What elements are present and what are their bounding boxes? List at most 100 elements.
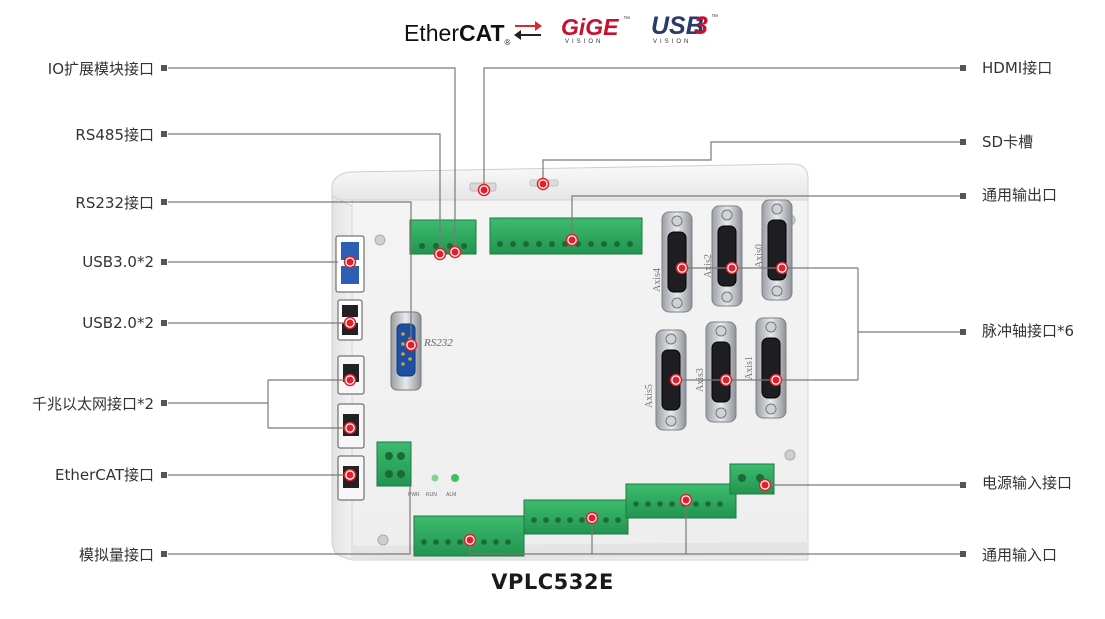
terminal-screw [421,539,427,545]
callout-dot-9 [536,177,550,191]
axis2-label: Axis2 [703,254,714,278]
terminal-screw [493,539,499,545]
status-leds [431,474,459,482]
axis5-label: Axis5 [644,384,655,408]
callout-dot-11 [675,261,689,275]
callout-dot-3 [343,255,357,269]
db15-connector-5 [755,317,787,419]
model-name: VPLC532E [491,570,614,594]
terminal-screw [588,241,594,247]
callout-dot-19 [585,511,599,525]
db15-connector-0 [661,211,693,313]
ethercat-logo-mark: ® [504,38,511,47]
label-rs232: RS232接口 [75,194,154,212]
axis1-label: Axis1 [744,356,755,380]
led-label-alm: ALM [446,492,456,498]
leader-line-1 [168,133,441,252]
terminal-screw [531,517,537,523]
leader-line-13 [571,195,960,240]
terminal-screw [497,241,503,247]
callout-dot-18 [679,493,693,507]
callout-dot-1 [433,247,447,261]
axis4-label: Axis4 [652,268,663,292]
terminal-screw [717,501,723,507]
terminal-screw [433,539,439,545]
ethercat-logo-prefix: Ether [404,20,459,46]
callout-dot-5 [343,373,357,387]
terminal-screw [601,241,607,247]
callout-dot-14 [669,373,683,387]
callout-dot-8 [477,183,491,197]
terminal-screw [633,501,639,507]
label-ethercat-port: EtherCAT接口 [55,466,154,484]
terminal-screw [555,517,561,523]
leader-end-right-4 [960,482,966,488]
label-general-input: 通用输入口 [982,546,1058,564]
label-general-output: 通用输出口 [982,186,1058,204]
terminal-screw [657,501,663,507]
terminal-screw [445,539,451,545]
usb3-logo-sub: VISION [653,39,692,45]
terminal-screw [481,539,487,545]
callout-dot-17 [758,478,772,492]
leader-line-0 [168,67,456,252]
leader-line-12 [542,141,960,184]
leader-end-left-3 [161,259,167,265]
terminal-screw [457,539,463,545]
leader-line-2 [168,201,412,345]
rs485-terminal [409,219,477,255]
terminal-screw [603,517,609,523]
analog-terminal [376,441,412,487]
output-terminal [489,217,643,255]
usb3-logo-tm: ™ [711,14,718,21]
terminal-screw [549,241,555,247]
terminal-screw [705,501,711,507]
terminal-screw [510,241,516,247]
usb3-logo-name: USB [651,12,704,40]
callout-dot-7 [343,468,357,482]
callout-dot-0 [448,245,462,259]
label-gigabit-ethernet: 千兆以太网接口*2 [31,395,154,413]
axis0-label: Axis0 [754,244,765,268]
leader-end-left-4 [161,320,167,326]
gige-logo: GiGE ™ VISION [561,14,635,50]
leader-line-10 [168,486,411,555]
leader-end-left-0 [161,65,167,71]
gige-logo-sub: VISION [565,39,604,45]
label-power-input: 电源输入接口 [982,474,1073,492]
leader-end-left-7 [161,551,167,557]
db15-connector-4 [705,321,737,423]
ethercat-arrows-icon [514,21,542,40]
callout-dot-16 [769,373,783,387]
callout-dot-12 [725,261,739,275]
callout-dot-10 [565,233,579,247]
usb3-logo: USB 3 ™ VISION [651,12,725,48]
ethercat-logo: EtherCAT® [404,20,510,47]
leader-line-11 [483,67,960,190]
db15-connector-2 [761,199,793,301]
db15-connector-1 [711,205,743,307]
terminal-screw [505,539,511,545]
label-usb2: USB2.0*2 [82,314,154,332]
terminal-screw [567,517,573,523]
terminal-screw [693,501,699,507]
terminal-screw [543,517,549,523]
callout-dot-4 [343,316,357,330]
leader-end-right-3 [960,329,966,335]
callout-dot-15 [719,373,733,387]
label-sd-slot: SD卡槽 [982,133,1034,151]
led-label-run: RUN [426,492,437,498]
terminal-screw [645,501,651,507]
terminal-screw [614,241,620,247]
terminal-screw [523,241,529,247]
label-io-expansion: IO扩展模块接口 [47,60,154,78]
gige-logo-name: GiGE [561,14,619,40]
terminal-screw [579,517,585,523]
callout-dot-6 [343,421,357,435]
ethercat-logo-bold: CAT [458,20,505,46]
led-label-pwr: PWR [408,492,420,498]
label-pulse-axis: 脉冲轴接口*6 [982,322,1075,340]
input-terminal-1 [523,499,629,535]
label-rs485: RS485接口 [75,126,154,144]
